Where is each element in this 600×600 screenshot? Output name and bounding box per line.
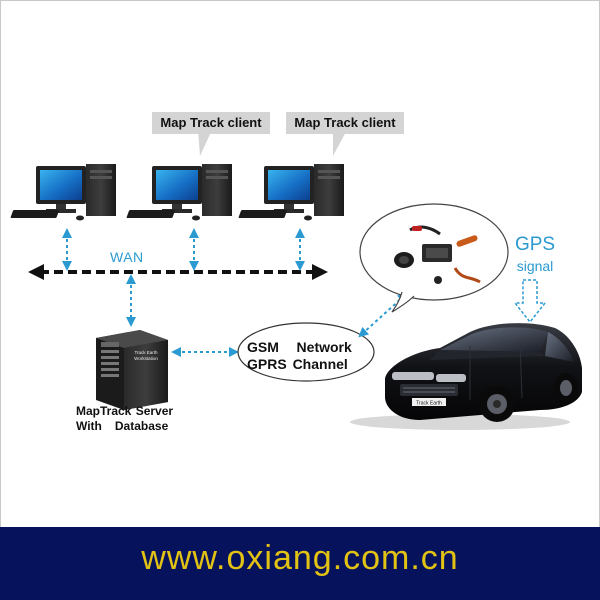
server-screen-text-2: Workstation bbox=[134, 356, 158, 361]
computer-icon bbox=[126, 164, 232, 221]
callout-bubble-2 bbox=[286, 112, 404, 156]
gsm-network-label: GSM Network GPRS Channel bbox=[247, 339, 352, 372]
gps-device-icon bbox=[394, 225, 481, 284]
server-icon: Track Earth Workstation bbox=[96, 330, 168, 410]
server-label: MapTrack Server With Database bbox=[76, 404, 174, 433]
gps-label: GPS bbox=[514, 234, 556, 255]
plate-text: Track Earth bbox=[416, 401, 442, 407]
computer-icon bbox=[10, 164, 116, 221]
callout-label-1: Map Track client bbox=[160, 115, 262, 130]
computer-icon bbox=[238, 164, 344, 221]
gsm-cloud bbox=[237, 322, 375, 382]
gps-signal-label: signal bbox=[516, 258, 554, 274]
footer-url[interactable]: www.oxiang.com.cn bbox=[141, 539, 459, 577]
callout-label-2: Map Track client bbox=[294, 115, 396, 130]
wan-bus-line bbox=[28, 264, 328, 280]
callout-bubble-1 bbox=[152, 112, 270, 156]
wan-label: WAN bbox=[110, 249, 144, 265]
car-icon: Track Earth bbox=[350, 323, 582, 430]
server-screen-text-1: Track Earth bbox=[134, 350, 158, 355]
gps-signal-arrow bbox=[513, 279, 547, 324]
footer-banner: www.oxiang.com.cn bbox=[0, 527, 600, 600]
